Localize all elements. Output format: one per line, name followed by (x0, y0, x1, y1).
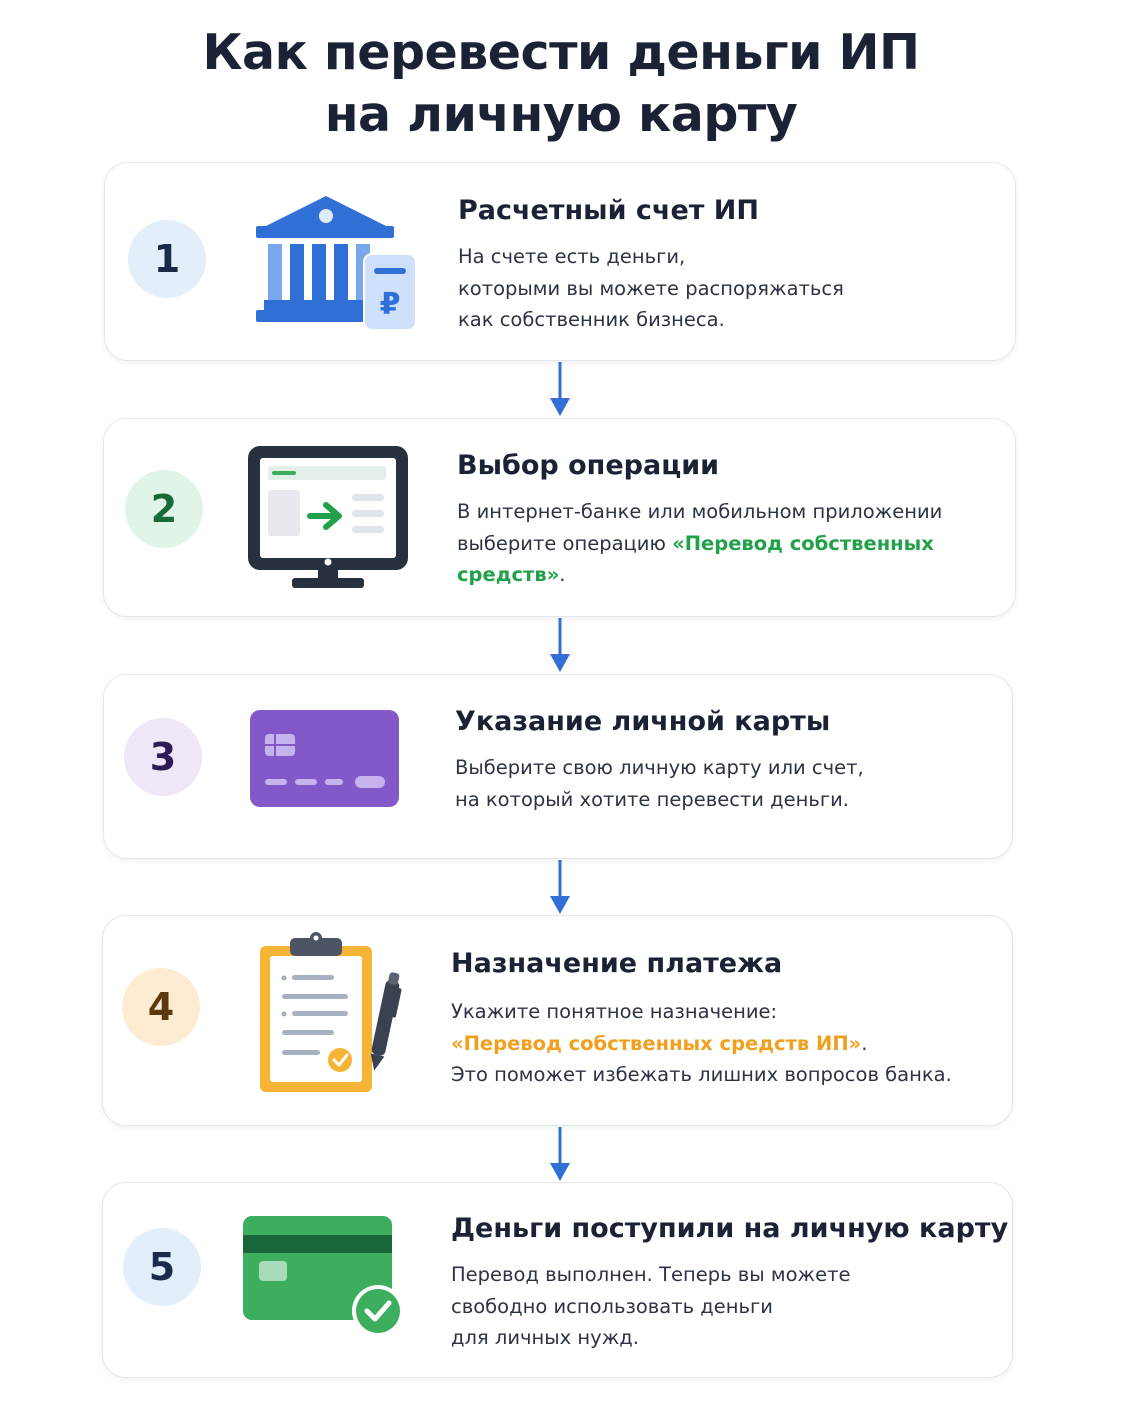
bank-building-ruble-icon: ₽ (256, 196, 417, 331)
step-title-3: Указание личной карты (455, 706, 831, 737)
step-number-4: 4 (147, 985, 175, 1029)
page-title-line-1: Как перевести деньги ИП (202, 24, 920, 81)
step-description-5-line-3: для личных нужд. (451, 1326, 639, 1349)
step-description-1-line-3: как собственник бизнеса. (458, 308, 725, 331)
step-description-2-highlight-part-1: «Перевод собственных (672, 531, 934, 555)
flow-arrow-1 (550, 362, 570, 416)
purple-card-icon (250, 710, 399, 807)
step-number-badge-3: 3 (124, 718, 202, 796)
step-number-5: 5 (148, 1245, 176, 1289)
step-description-5: Перевод выполнен. Теперь вы можете свобо… (451, 1259, 850, 1354)
step-description-2-line-3: средств». (457, 559, 942, 591)
step-description-2-line-2: выберите операцию «Перевод собственных (457, 528, 942, 560)
step-title-4: Назначение платежа (451, 948, 783, 979)
flow-arrow-4 (550, 1127, 570, 1181)
step-number-2: 2 (150, 487, 178, 531)
step-description-5-line-1: Перевод выполнен. Теперь вы можете (451, 1263, 851, 1286)
flow-arrow-3 (550, 860, 570, 914)
step-description-2-prefix: выберите операцию (457, 531, 673, 555)
computer-monitor-transfer-icon (248, 446, 408, 588)
step-card-1 (104, 162, 1016, 361)
step-description-4-line-3: Это поможет избежать лишних вопросов бан… (451, 1063, 952, 1086)
step-description-4-suffix: . (861, 1031, 868, 1055)
step-description-2-highlight-part-2: средств» (457, 563, 560, 586)
step-number-3: 3 (149, 735, 177, 779)
step-title-1: Расчетный счет ИП (458, 195, 759, 226)
step-number-1: 1 (153, 237, 181, 281)
step-description-2-line-1: В интернет-банке или мобильном приложени… (457, 500, 943, 523)
svg-text:₽: ₽ (380, 287, 401, 322)
step-description-1: На счете есть деньги, которыми вы можете… (458, 241, 844, 336)
step-description-2: В интернет-банке или мобильном приложени… (457, 496, 942, 591)
step-description-4-line-2: «Перевод собственных средств ИП». (451, 1028, 952, 1060)
page-title-line-2: на личную карту (324, 86, 798, 143)
step-number-badge-1: 1 (128, 220, 206, 298)
step-description-1-line-1: На счете есть деньги, (458, 245, 686, 268)
clipboard-pen-icon (260, 932, 402, 1092)
step-description-3: Выберите свою личную карту или счет, на … (455, 752, 864, 815)
step-number-badge-2: 2 (125, 470, 203, 548)
step-title-2: Выбор операции (457, 450, 720, 481)
step-card-4 (102, 915, 1013, 1126)
step-title-5: Деньги поступили на личную карту (451, 1213, 1009, 1244)
step-description-4-line-1: Укажите понятное назначение: (451, 1000, 778, 1023)
step-description-2-suffix: . (559, 563, 566, 586)
step-description-4: Укажите понятное назначение: «Перевод со… (451, 996, 952, 1091)
step-description-3-line-1: Выберите свою личную карту или счет, (455, 756, 864, 779)
step-description-1-line-2: которыми вы можете распоряжаться (458, 276, 844, 300)
step-number-badge-4: 4 (122, 968, 200, 1046)
step-number-badge-5: 5 (123, 1228, 201, 1306)
page-title: Как перевести деньги ИП на личную карту (0, 22, 1122, 146)
step-description-4-highlight: «Перевод собственных средств ИП» (451, 1031, 862, 1055)
step-description-3-line-2: на который хотите перевести деньги. (455, 787, 849, 811)
step-description-5-line-2: свободно использовать деньги (451, 1294, 773, 1318)
green-card-check-icon (243, 1216, 404, 1337)
flow-arrow-2 (550, 618, 570, 672)
